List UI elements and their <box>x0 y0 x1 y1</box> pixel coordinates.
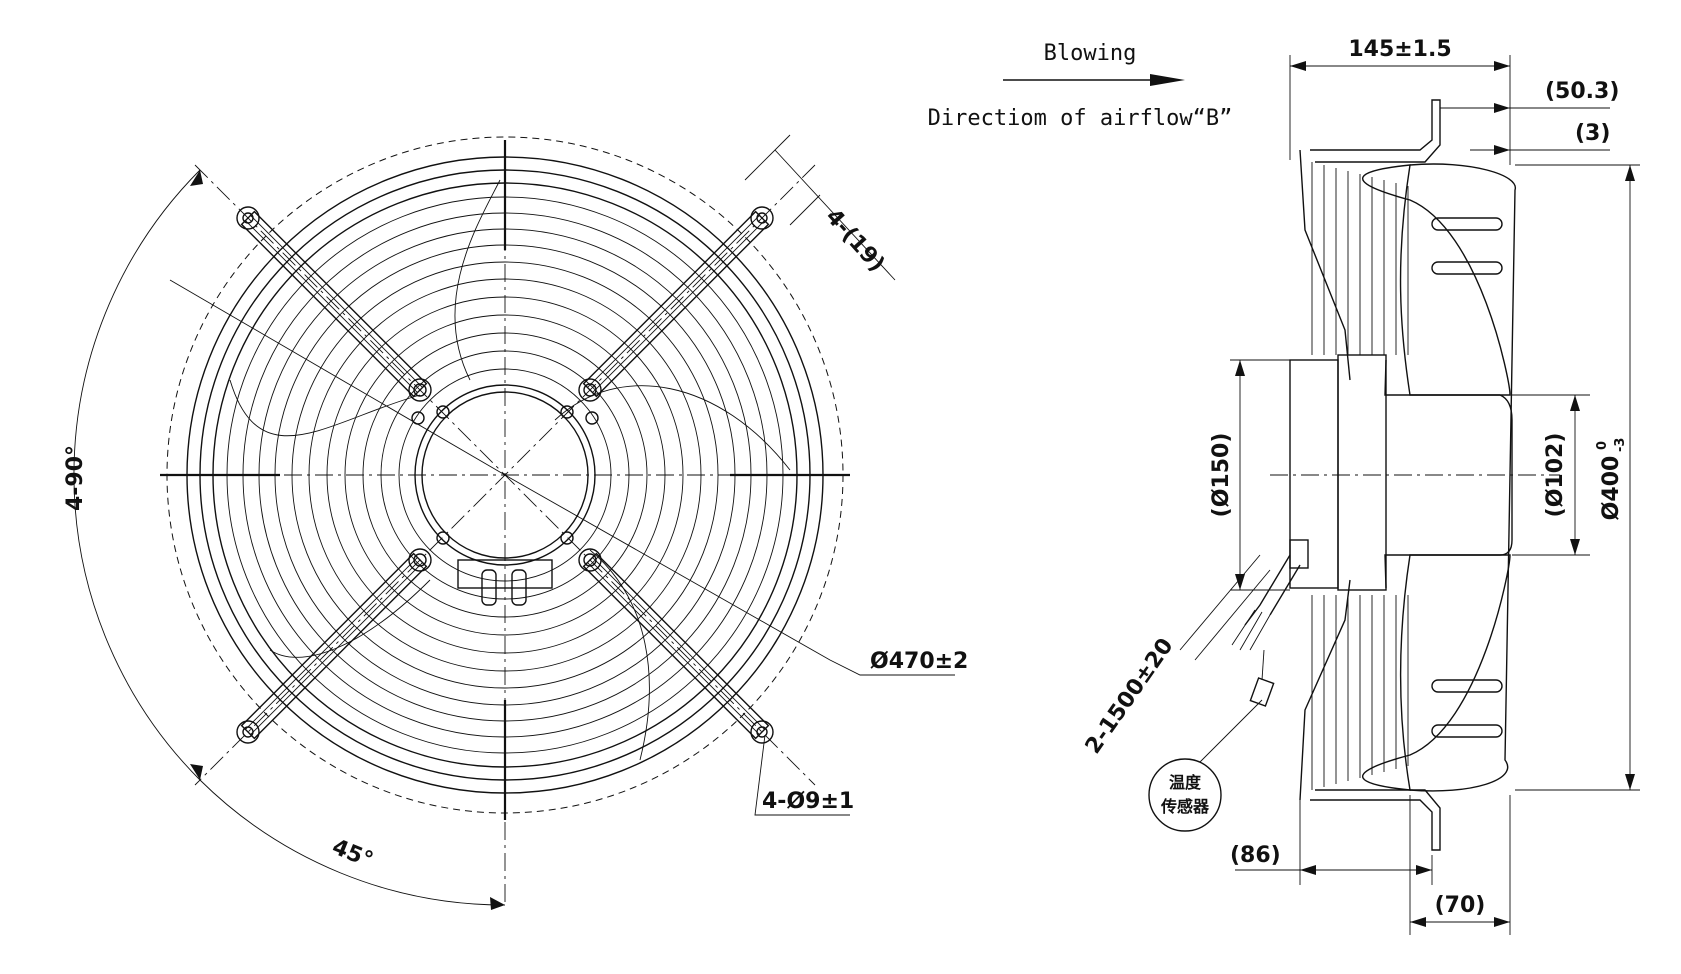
blade-top <box>1361 164 1511 396</box>
fan-diameter-label: Ø400 <box>1599 456 1624 521</box>
holes-leader <box>754 734 850 816</box>
guard-ribs <box>1311 162 1409 790</box>
fan-diameter-group: Ø400 0 -3 <box>1595 438 1628 521</box>
hub-screw <box>560 531 574 545</box>
guard-profile-bottom <box>1299 579 1351 801</box>
fan-tol-upper: 0 <box>1595 441 1610 450</box>
hub-screw <box>585 411 599 425</box>
arm-bolt <box>408 548 432 572</box>
depth-label: 145±1.5 <box>1348 37 1451 62</box>
mount-hole <box>236 720 260 744</box>
blade-bottom <box>1361 554 1511 791</box>
sensor-probe <box>1249 677 1275 707</box>
mount-hole <box>750 206 774 230</box>
wire-1 <box>454 179 501 381</box>
fan-tol-lower: -3 <box>1613 438 1628 452</box>
mount-hole-inner <box>242 212 254 224</box>
blade-edge <box>1409 163 1516 792</box>
cable-leads <box>1231 609 1271 651</box>
motor-body <box>1289 359 1339 589</box>
side-view: 145±1.5 (50.3) (3) Ø400 0 -3 (Ø150) <box>1081 37 1640 935</box>
blade-depth-label: (70) <box>1435 893 1486 918</box>
angle-total-label: 4-90° <box>63 445 88 511</box>
arm-bolt-inner <box>413 383 427 397</box>
arm-bolt-inner <box>583 553 597 567</box>
mounting-arms <box>236 206 774 744</box>
cable-gland <box>1289 539 1309 569</box>
terminal-pin-left <box>481 569 497 606</box>
arm-bolt-inner <box>413 553 427 567</box>
airflow-arrow-head <box>1150 74 1185 86</box>
cable-label: 2-1500±20 <box>1081 634 1179 759</box>
guard-top-flange <box>1310 99 1441 163</box>
hub-screw <box>436 405 450 419</box>
angle-single-label: 45° <box>328 835 376 874</box>
diameter-outer-label: Ø470±2 <box>870 649 968 674</box>
arm-bolt <box>578 378 602 402</box>
flange-offset-label: (50.3) <box>1545 79 1619 104</box>
sensor-label-line1: 温度 <box>1168 773 1202 792</box>
arm-bolt <box>408 378 432 402</box>
mounting-arm <box>240 210 428 398</box>
mount-holes-label: 4-Ø9±1 <box>762 789 854 814</box>
hub-profile <box>1384 359 1513 589</box>
terminal-pin-right <box>511 569 527 606</box>
guard-depth-label: (86) <box>1230 843 1281 868</box>
motor-diameter-label: (Ø150) <box>1209 433 1234 518</box>
mount-hole-inner <box>242 726 254 738</box>
angle-arc-45 <box>199 779 506 906</box>
hub-diameter-label: (Ø102) <box>1543 433 1568 518</box>
front-view: 4-90° 45° Ø470±2 4-Ø9±1 4-(19) <box>63 134 968 910</box>
motor-rotor <box>1337 354 1387 591</box>
mounting-arm <box>582 210 770 398</box>
hub-screw <box>436 531 450 545</box>
mount-hole-inner <box>756 726 768 738</box>
cable-dim-line <box>1194 569 1271 661</box>
sensor-label-line2: 传感器 <box>1160 797 1210 816</box>
hub-screw <box>560 405 574 419</box>
mounting-arm <box>240 552 428 740</box>
diameter-leader <box>504 474 955 676</box>
wire-4 <box>589 549 650 761</box>
wire-2 <box>554 385 791 471</box>
blade-gap-label: (3) <box>1575 121 1610 146</box>
sensor-callout-circle <box>1148 758 1222 832</box>
angle-arc-90 <box>73 169 201 781</box>
wire-5 <box>229 379 421 437</box>
mount-hole <box>750 720 774 744</box>
slot-width-label: 4-(19) <box>820 204 889 277</box>
direction-label: Directiom of airflow“B” <box>928 106 1233 131</box>
mounting-arm <box>582 552 770 740</box>
arm-bolt-inner <box>583 383 597 397</box>
wire-3 <box>269 579 431 658</box>
blowing-label: Blowing <box>1044 41 1137 66</box>
mount-hole-inner <box>756 212 768 224</box>
guard-profile-top <box>1299 149 1351 381</box>
mount-hole <box>236 206 260 230</box>
airflow-legend: Blowing Directiom of airflow“B” <box>928 41 1233 131</box>
guard-bottom-flange <box>1310 789 1441 851</box>
slot-dim-line <box>774 149 896 281</box>
